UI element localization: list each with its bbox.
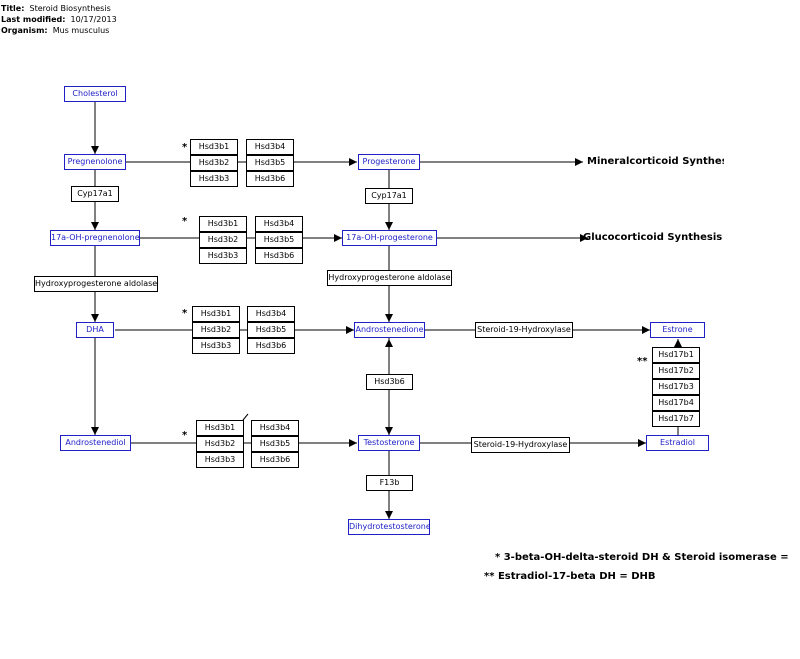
metabolite-progesterone[interactable]: Progesterone [358, 154, 420, 170]
metabolite-testosterone[interactable]: Testosterone [358, 435, 420, 451]
modified-value: 10/17/2013 [70, 15, 117, 24]
metabolite-17a-oh-progesterone[interactable]: 17a-OH-progesterone [342, 230, 437, 246]
gene-hsd3b2[interactable]: Hsd3b2 [190, 155, 238, 171]
gene-hsd17b7[interactable]: Hsd17b7 [652, 411, 700, 427]
metabolite-17a-oh-pregnenolone[interactable]: 17a-OH-pregnenolone [50, 230, 140, 246]
gene-steroid-19-hydroxylase[interactable]: Steroid-19-Hydroxylase [471, 437, 570, 453]
gene-hsd3b5[interactable]: Hsd3b5 [255, 232, 303, 248]
gene-hsd17b1[interactable]: Hsd17b1 [652, 347, 700, 363]
gene-hsd3b1[interactable]: Hsd3b1 [192, 306, 240, 322]
gene-hsd3b4[interactable]: Hsd3b4 [246, 139, 294, 155]
gene-hsd3b5[interactable]: Hsd3b5 [247, 322, 295, 338]
metabolite-androstenedione[interactable]: Androstenedione [354, 322, 425, 338]
gene-hsd17b2[interactable]: Hsd17b2 [652, 363, 700, 379]
footnote-estradiol-dh: ** Estradiol-17-beta DH = DHB [484, 571, 656, 582]
gene-hydroxyprogesterone-aldolase[interactable]: Hydroxyprogesterone aldolase [34, 276, 158, 292]
title-key: Title: [1, 4, 25, 13]
metabolite-estrone[interactable]: Estrone [650, 322, 705, 338]
gene-hsd3b6[interactable]: Hsd3b6 [247, 338, 295, 354]
modified-key: Last modified: [1, 15, 66, 24]
pathway-glucocorticoid-synthesis[interactable]: Glucocorticoid Synthesis [583, 232, 723, 243]
metabolite-androstenediol[interactable]: Androstenediol [60, 435, 131, 451]
gene-hsd3b1[interactable]: Hsd3b1 [190, 139, 238, 155]
gene-hsd3b3[interactable]: Hsd3b3 [192, 338, 240, 354]
organism-value: Mus musculus [52, 26, 110, 35]
gene-hsd3b3[interactable]: Hsd3b3 [199, 248, 247, 264]
gene-hsd17b3[interactable]: Hsd17b3 [652, 379, 700, 395]
header: Title: Steroid Biosynthesis Last modifie… [1, 3, 117, 36]
gene-hydroxyprogesterone-aldolase[interactable]: Hydroxyprogesterone aldolase [327, 270, 452, 286]
gene-cyp17a1[interactable]: Cyp17a1 [71, 186, 119, 202]
gene-f13b[interactable]: F13b [366, 475, 413, 491]
metabolite-dha[interactable]: DHA [76, 322, 114, 338]
metabolite-pregnenolone[interactable]: Pregnenolone [64, 154, 126, 170]
gene-cyp17a1[interactable]: Cyp17a1 [365, 188, 413, 204]
gene-hsd3b2[interactable]: Hsd3b2 [196, 436, 244, 452]
gene-hsd3b6[interactable]: Hsd3b6 [255, 248, 303, 264]
gene-hsd3b4[interactable]: Hsd3b4 [251, 420, 299, 436]
footnote-3-beta-oh: * 3-beta-OH-delta-steroid DH & Steroid i… [495, 552, 789, 563]
asterisk-mark: * [182, 216, 188, 227]
gene-hsd3b1[interactable]: Hsd3b1 [196, 420, 244, 436]
gene-hsd3b6[interactable]: Hsd3b6 [251, 452, 299, 468]
title-row: Title: Steroid Biosynthesis [1, 3, 117, 14]
organism-key: Organism: [1, 26, 48, 35]
asterisk-mark: * [182, 142, 188, 153]
gene-hsd17b4[interactable]: Hsd17b4 [652, 395, 700, 411]
gene-hsd3b3[interactable]: Hsd3b3 [196, 452, 244, 468]
gene-hsd3b4[interactable]: Hsd3b4 [247, 306, 295, 322]
pathway-mineralcorticoid-synthesis[interactable]: Mineralcorticoid Synthesis [587, 156, 724, 167]
gene-hsd3b5[interactable]: Hsd3b5 [251, 436, 299, 452]
gene-hsd3b2[interactable]: Hsd3b2 [199, 232, 247, 248]
gene-hsd3b3[interactable]: Hsd3b3 [190, 171, 238, 187]
asterisk-mark: * [182, 308, 188, 319]
metabolite-cholesterol[interactable]: Cholesterol [64, 86, 126, 102]
gene-steroid-19-hydroxylase[interactable]: Steroid-19-Hydroxylase [475, 322, 573, 338]
double-asterisk-mark: ** [637, 356, 648, 367]
gene-hsd3b4[interactable]: Hsd3b4 [255, 216, 303, 232]
title-value: Steroid Biosynthesis [29, 4, 111, 13]
gene-hsd3b5[interactable]: Hsd3b5 [246, 155, 294, 171]
gene-hsd3b6[interactable]: Hsd3b6 [366, 374, 413, 390]
gene-hsd3b1[interactable]: Hsd3b1 [199, 216, 247, 232]
organism-row: Organism: Mus musculus [1, 25, 117, 36]
metabolite-estradiol[interactable]: Estradiol [646, 435, 709, 451]
gene-hsd3b6[interactable]: Hsd3b6 [246, 171, 294, 187]
metabolite-dihydrotestosterone[interactable]: Dihydrotestosterone [348, 519, 430, 535]
asterisk-mark: * [182, 430, 188, 441]
modified-row: Last modified: 10/17/2013 [1, 14, 117, 25]
gene-hsd3b2[interactable]: Hsd3b2 [192, 322, 240, 338]
